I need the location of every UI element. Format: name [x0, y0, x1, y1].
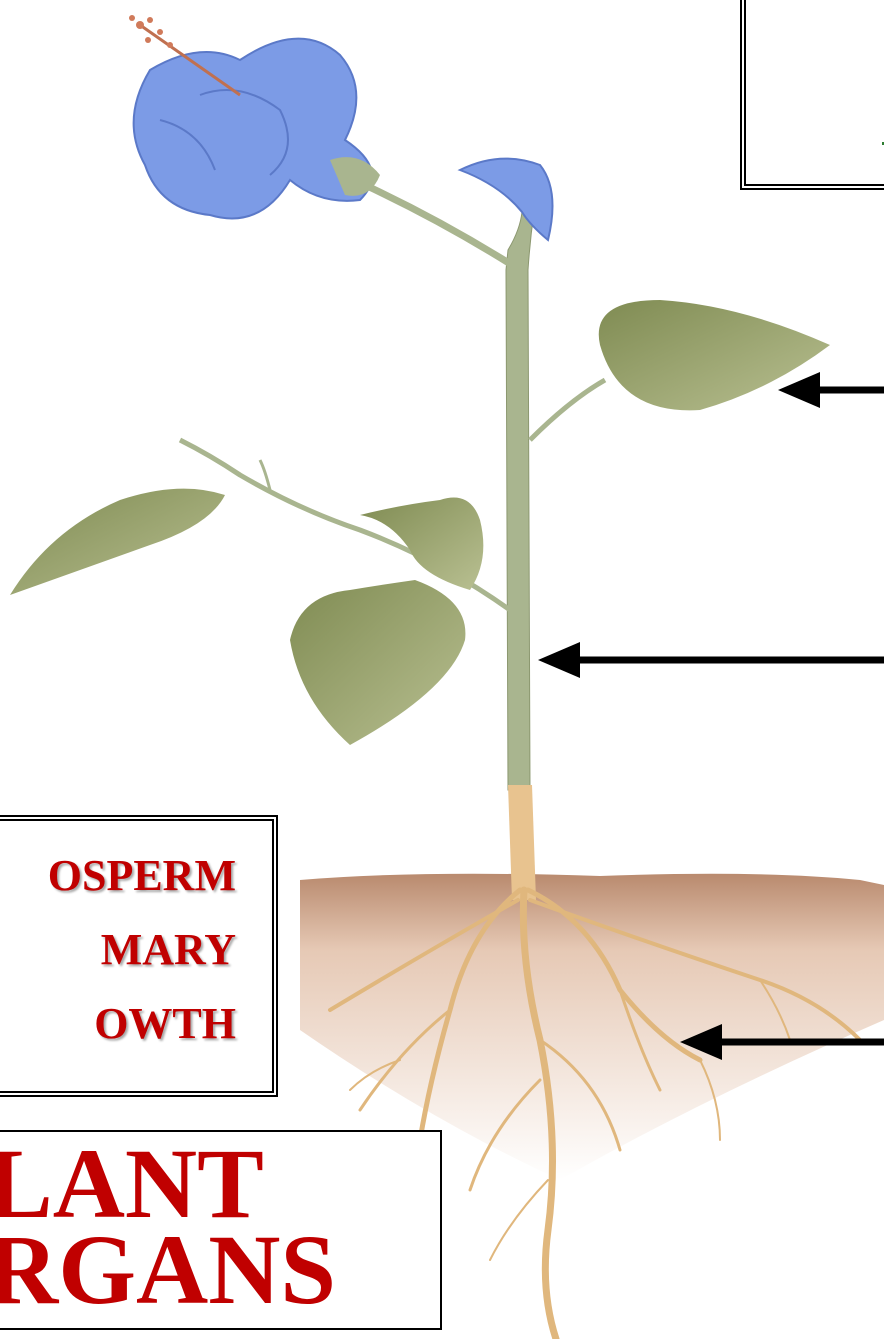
growth-title-box: OSPERM MARY OWTH	[0, 815, 278, 1097]
growth-title: OSPERM MARY OWTH	[48, 839, 236, 1061]
arrow-to-stem	[538, 642, 884, 678]
leaf-lower-left	[290, 580, 465, 745]
growth-line-2: MARY	[48, 913, 236, 987]
label-box-top-right	[740, 0, 884, 190]
leaf-middle	[360, 498, 483, 591]
flower	[129, 15, 380, 218]
growth-line-1: OSPERM	[48, 839, 236, 913]
stem	[506, 212, 534, 790]
flower-bud	[460, 159, 553, 240]
arrow-to-leaf	[778, 372, 884, 408]
leaf-far-left	[10, 489, 225, 595]
growth-line-3: OWTH	[48, 987, 236, 1061]
root-collar	[508, 785, 536, 900]
plant-organs-title-box: LANT RGANS	[0, 1130, 442, 1330]
flower-stalk	[365, 185, 512, 265]
organs-line-2: RGANS	[0, 1222, 336, 1318]
